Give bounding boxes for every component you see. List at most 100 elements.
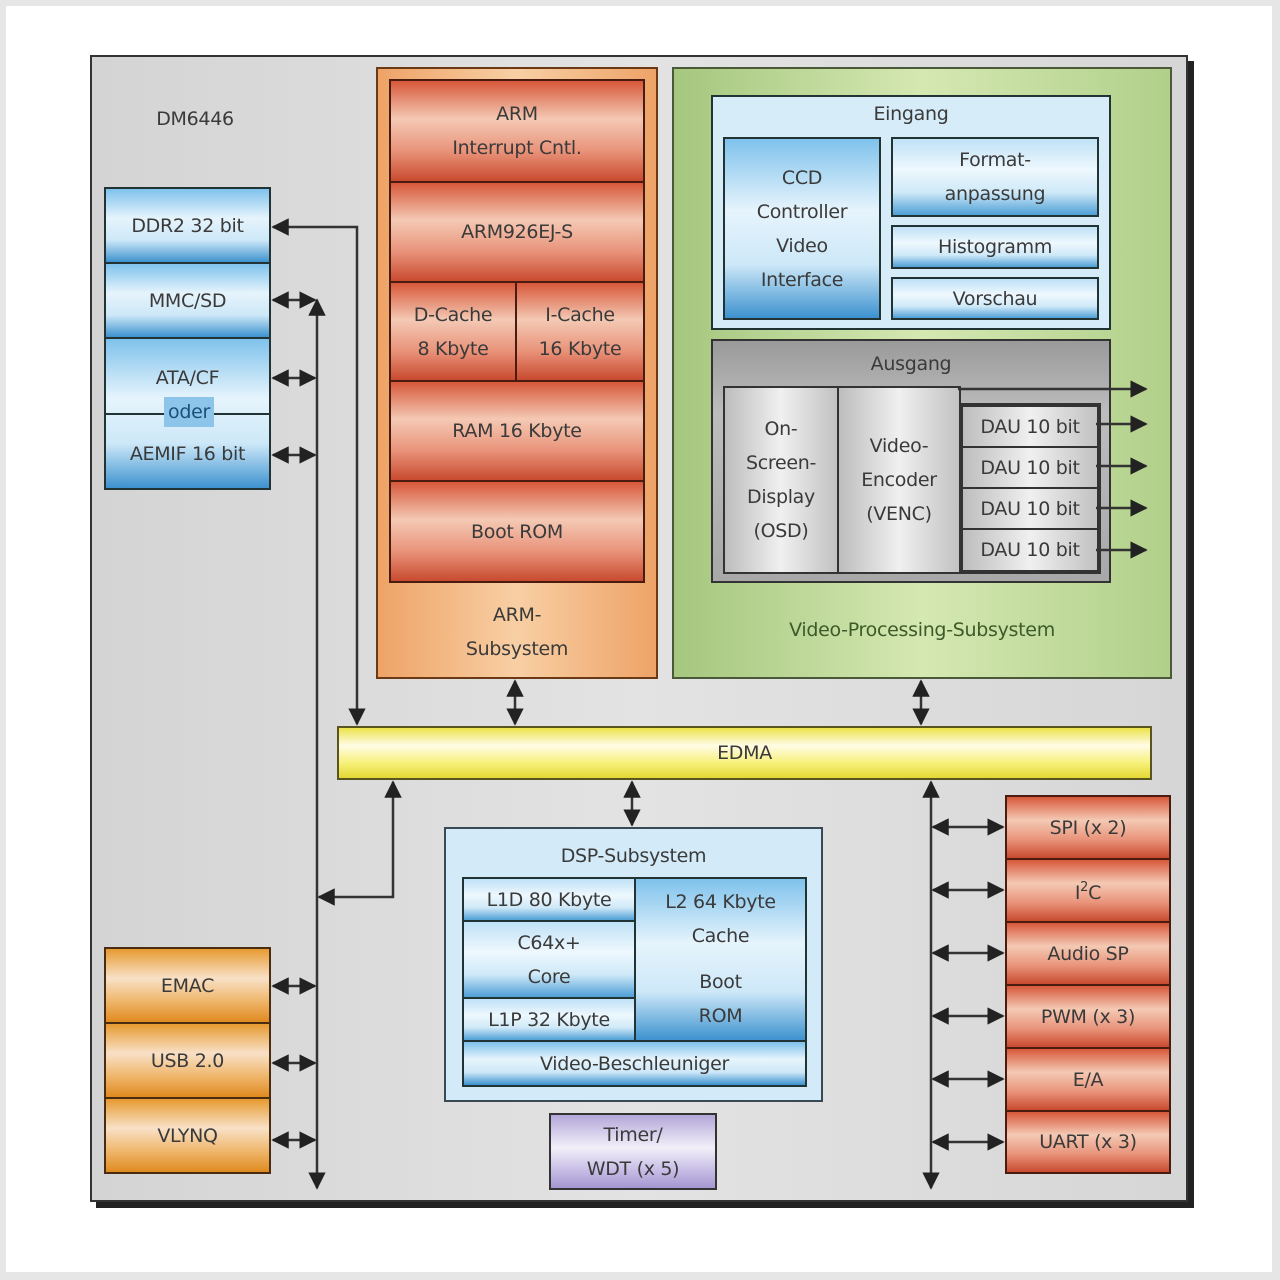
mmc-sd-block: MMC/SD (104, 262, 271, 339)
pwm-block: PWM (x 3) (1005, 984, 1171, 1049)
icache-line2: 16 Kbyte (538, 337, 622, 360)
arm926-label: ARM926EJ-S (461, 221, 573, 243)
ata-aemif-block: ATA/CF oder AEMIF 16 bit (104, 337, 271, 490)
arm-interrupt-controller-block: ARM Interrupt Cntl. (389, 79, 645, 183)
arm-subsystem-title: ARM- Subsystem (378, 597, 656, 667)
dsp-subsystem: DSP-Subsystem L1D 80 Kbyte C64x+ Core L1… (444, 827, 823, 1102)
dsp-subsystem-title: DSP-Subsystem (560, 845, 707, 867)
dac-block: DAU 10 bit (961, 528, 1099, 572)
dsp-boot-line2: ROM (698, 1005, 743, 1027)
venc-block: Video- Encoder (VENC) (837, 386, 961, 574)
arm-boot-rom-label: Boot ROM (471, 520, 563, 543)
venc-line2: Encoder (861, 469, 937, 491)
video-accelerator-label: Video-Beschleuniger (539, 1052, 730, 1075)
video-input-group: Eingang CCD Controller Video Interface F… (711, 95, 1111, 330)
timer-line2: WDT (x 5) (586, 1157, 680, 1180)
chip-name-label: DM6446 (156, 108, 234, 130)
icache-block: I-Cache 16 Kbyte (515, 281, 645, 382)
dac-label: DAU 10 bit (980, 456, 1080, 479)
l1p-label: L1P 32 Kbyte (488, 1008, 610, 1031)
dcache-line1: D-Cache (413, 303, 493, 326)
l2-line1: L2 64 Kbyte (665, 891, 776, 913)
emac-block: EMAC (104, 947, 271, 1024)
video-input-title: Eingang (873, 103, 949, 125)
dac-block: DAU 10 bit (961, 487, 1099, 530)
network-interfaces-group: EMAC USB 2.0 VLYNQ (104, 947, 271, 1174)
c64x-core-block: C64x+ Core (462, 920, 636, 999)
ccd-line3: Video (776, 234, 828, 257)
mmc-sd-label: MMC/SD (148, 289, 227, 312)
c64x-core-line1: C64x+ (517, 931, 581, 954)
dac-block: DAU 10 bit (961, 405, 1099, 448)
io-block: E/A (1005, 1047, 1171, 1112)
timer-line1: Timer/ (603, 1123, 663, 1146)
pwm-label: PWM (x 3) (1040, 1005, 1136, 1028)
format-line2: anpassung (944, 183, 1046, 205)
ccd-line4: Interface (760, 268, 844, 291)
i2c-block: I2C (1005, 858, 1171, 923)
dsp-boot-line1: Boot (699, 971, 742, 993)
emac-label: EMAC (160, 974, 215, 997)
ccd-controller-block: CCD Controller Video Interface (723, 137, 881, 320)
video-output-group: Ausgang On- Screen- Display (OSD) Video-… (711, 339, 1111, 583)
histogram-block: Histogramm (891, 225, 1099, 269)
spi-label: SPI (x 2) (1049, 816, 1127, 839)
usb-label: USB 2.0 (150, 1049, 225, 1072)
icache-line1: I-Cache (545, 303, 615, 326)
oder-label: oder (164, 397, 214, 427)
format-line1: Format- (959, 149, 1031, 171)
timer-wdt-block: Timer/ WDT (x 5) (549, 1113, 717, 1190)
arm-subsystem-title-line1: ARM- (492, 604, 542, 626)
arm-boot-rom-block: Boot ROM (389, 480, 645, 583)
edma-label: EDMA (717, 742, 772, 764)
video-subsystem-title: Video-Processing-Subsystem (789, 619, 1055, 641)
i2c-suffix: C (1088, 882, 1102, 904)
vlynq-label: VLYNQ (157, 1124, 218, 1147)
video-accelerator-block: Video-Beschleuniger (462, 1040, 807, 1087)
ccd-line2: Controller (756, 200, 848, 223)
uart-label: UART (x 3) (1039, 1131, 1137, 1153)
format-adaptation-block: Format- anpassung (891, 137, 1099, 217)
edma-bus: EDMA (337, 726, 1152, 780)
dcache-block: D-Cache 8 Kbyte (389, 281, 517, 382)
dac-group: DAU 10 bit DAU 10 bit DAU 10 bit DAU 10 … (959, 403, 1101, 574)
vlynq-block: VLYNQ (104, 1097, 271, 1174)
osd-line2: Screen- (745, 452, 817, 474)
dac-label: DAU 10 bit (980, 497, 1080, 520)
usb-block: USB 2.0 (104, 1022, 271, 1099)
dac-label: DAU 10 bit (980, 415, 1080, 438)
arm-ram-block: RAM 16 Kbyte (389, 380, 645, 482)
peripherals-group: SPI (x 2) I2C Audio SP PWM (x 3) E/A UAR… (1005, 795, 1171, 1174)
ddr2-label: DDR2 32 bit (131, 214, 244, 237)
i2c-sup: 2 (1080, 880, 1089, 895)
ddr2-block: DDR2 32 bit (104, 187, 271, 264)
ata-cf-label: ATA/CF (155, 367, 220, 389)
memory-interfaces-group: DDR2 32 bit MMC/SD ATA/CF oder AEMIF 16 … (104, 187, 271, 490)
i2c-label: I2C (1074, 871, 1102, 910)
osd-line4: (OSD) (753, 520, 809, 542)
arm-interrupt-line2: Interrupt Cntl. (452, 137, 582, 159)
osd-block: On- Screen- Display (OSD) (723, 386, 839, 574)
dac-label: DAU 10 bit (980, 539, 1080, 561)
arm-ram-label: RAM 16 Kbyte (452, 420, 582, 442)
spi-block: SPI (x 2) (1005, 795, 1171, 860)
venc-line3: (VENC) (866, 503, 932, 525)
l2-cache-boot-rom-block: L2 64 Kbyte Cache Boot ROM (634, 877, 807, 1042)
arm-subsystem-title-line2: Subsystem (465, 638, 569, 660)
aemif-label: AEMIF 16 bit (129, 443, 246, 465)
uart-block: UART (x 3) (1005, 1110, 1171, 1174)
arm-subsystem: ARM Interrupt Cntl. ARM926EJ-S D-Cache 8… (376, 67, 658, 679)
preview-label: Vorschau (952, 287, 1038, 310)
l1d-label: L1D 80 Kbyte (486, 888, 612, 911)
arm-interrupt-line1: ARM (496, 103, 538, 125)
dac-block: DAU 10 bit (961, 446, 1099, 489)
c64x-core-line2: Core (527, 965, 571, 988)
l1p-block: L1P 32 Kbyte (462, 997, 636, 1042)
video-output-title: Ausgang (870, 353, 952, 375)
venc-line1: Video- (869, 435, 929, 457)
l1d-block: L1D 80 Kbyte (462, 877, 636, 922)
i2c-base: I (1074, 882, 1081, 904)
arm926-core-block: ARM926EJ-S (389, 181, 645, 283)
audio-sp-label: Audio SP (1047, 942, 1129, 965)
dcache-line2: 8 Kbyte (417, 337, 489, 360)
